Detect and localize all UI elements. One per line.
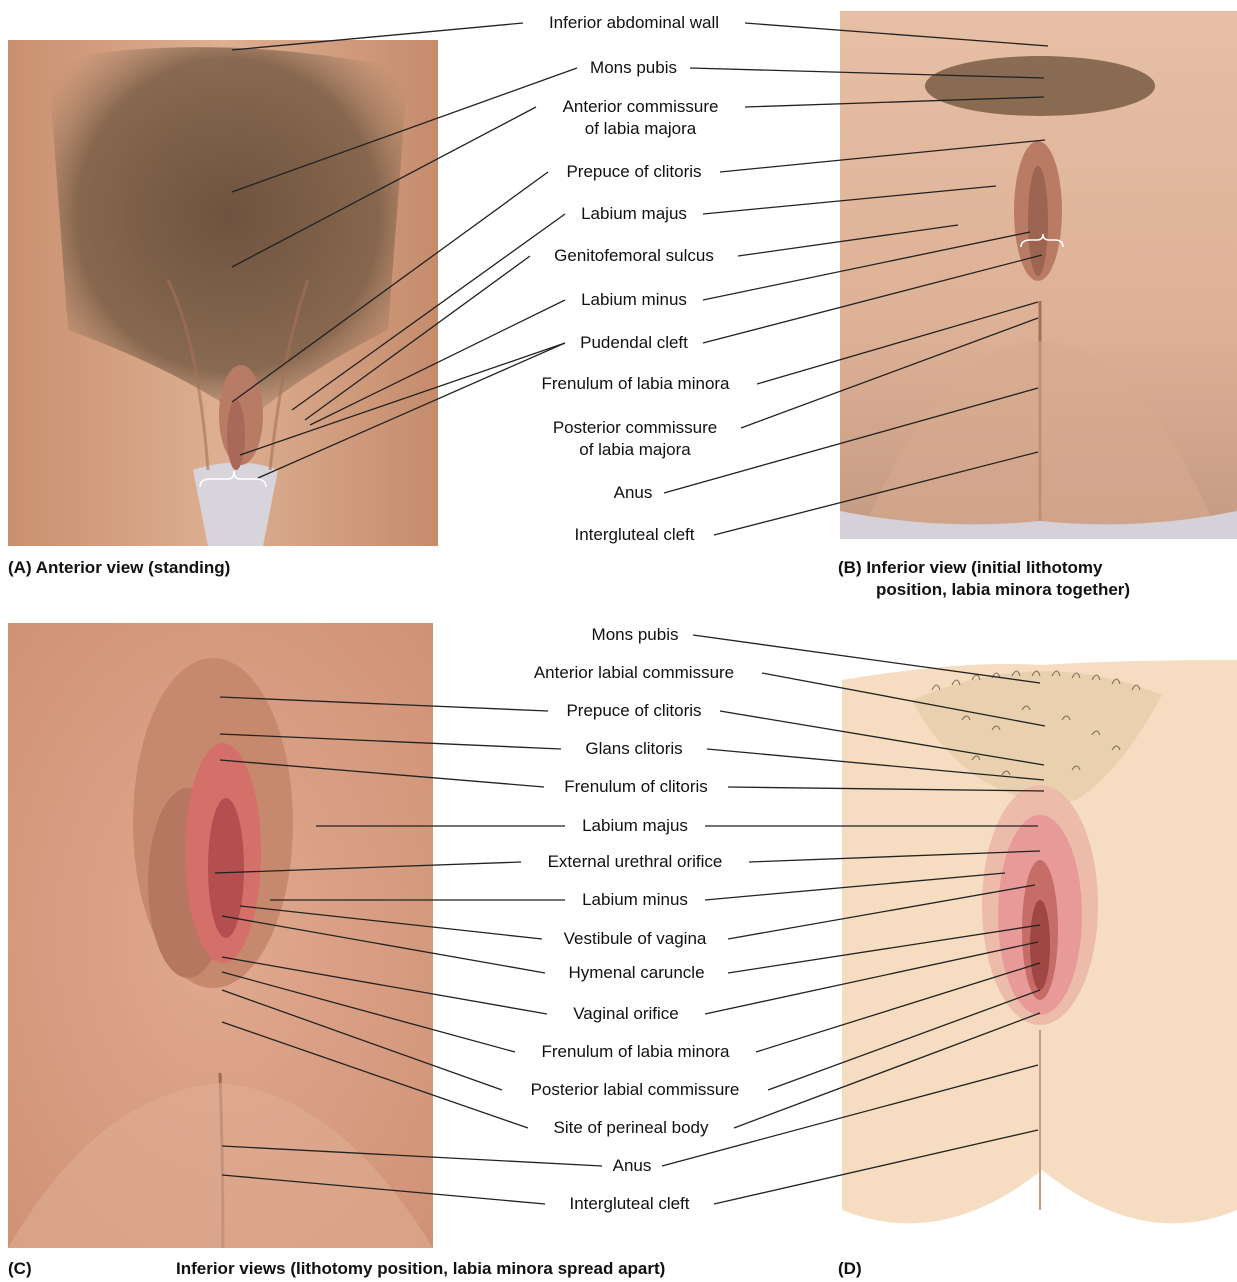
caption-panel-c: (C): [8, 1258, 32, 1279]
caption-panel-a: (A) Anterior view (standing): [8, 557, 230, 578]
label-prepuce-of-clitoris-a: Prepuce of clitoris: [549, 162, 719, 182]
label-mons-pubis-d: Mons pubis: [578, 625, 692, 645]
label-site-of-perineal-body: Site of perineal body: [529, 1118, 733, 1138]
label-pudendal-cleft: Pudendal cleft: [566, 333, 702, 353]
label-mons-pubis-a: Mons pubis: [578, 58, 689, 78]
label-frenulum-of-labia-minora-b: Frenulum of labia minora: [515, 374, 756, 394]
label-labium-majus-a: Labium majus: [566, 204, 702, 224]
label-inferior-abdominal-wall: Inferior abdominal wall: [524, 13, 744, 33]
caption-panel-b-line1: (B) Inferior view (initial lithotomy: [838, 557, 1102, 578]
label-prepuce-of-clitoris-c: Prepuce of clitoris: [549, 701, 719, 721]
label-anterior-commissure-line2: of labia majora: [537, 119, 744, 139]
label-posterior-labial-commissure: Posterior labial commissure: [503, 1080, 767, 1100]
label-posterior-commissure-line1: Posterior commissure: [530, 418, 740, 438]
caption-panel-d: (D): [838, 1258, 862, 1279]
label-intergluteal-cleft-b: Intergluteal cleft: [556, 525, 713, 545]
panel-a-photo: [8, 40, 438, 546]
panel-c-drawing: [8, 623, 433, 1248]
label-labium-majus-c: Labium majus: [566, 816, 704, 836]
panel-b-drawing: [840, 11, 1237, 539]
label-vaginal-orifice: Vaginal orifice: [548, 1004, 704, 1024]
label-frenulum-of-clitoris: Frenulum of clitoris: [545, 777, 727, 797]
label-anus-b: Anus: [603, 483, 663, 503]
panel-a-drawing: [8, 40, 438, 546]
panel-d-drawing: [842, 650, 1237, 1255]
label-posterior-commissure-line2: of labia majora: [530, 440, 740, 460]
label-anterior-commissure-line1: Anterior commissure: [537, 97, 744, 117]
panel-b-photo: [840, 11, 1237, 539]
caption-panels-cd: Inferior views (lithotomy position, labi…: [176, 1258, 665, 1279]
label-intergluteal-cleft-cd: Intergluteal cleft: [546, 1194, 713, 1214]
label-genitofemoral-sulcus: Genitofemoral sulcus: [531, 246, 737, 266]
label-anterior-labial-commissure: Anterior labial commissure: [507, 663, 761, 683]
panel-c-photo: [8, 623, 433, 1248]
label-external-urethral-orifice: External urethral orifice: [522, 852, 748, 872]
label-anus-cd: Anus: [603, 1156, 661, 1176]
label-labium-minus-a: Labium minus: [566, 290, 702, 310]
label-vestibule-of-vagina: Vestibule of vagina: [543, 929, 727, 949]
caption-panel-b-line2: position, labia minora together): [876, 579, 1130, 600]
label-labium-minus-c: Labium minus: [566, 890, 704, 910]
panel-d-illustration: [842, 650, 1237, 1255]
label-hymenal-caruncle: Hymenal caruncle: [546, 963, 727, 983]
label-frenulum-of-labia-minora-c: Frenulum of labia minora: [516, 1042, 755, 1062]
label-glans-clitoris: Glans clitoris: [562, 739, 706, 759]
